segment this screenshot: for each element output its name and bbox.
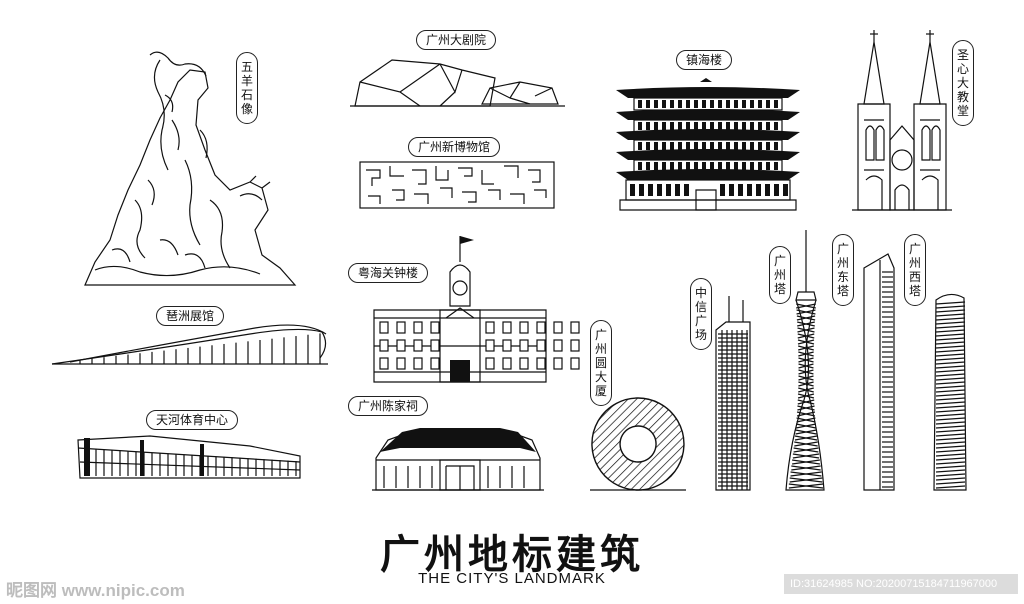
page-subtitle: THE CITY'S LANDMARK: [418, 570, 606, 587]
label-citic-plaza: 中信广场: [690, 278, 712, 350]
guangzhou-circle-illustration: [590, 397, 686, 491]
tianhe-sports-center-illustration: [77, 435, 301, 479]
label-east-tower: 广州东塔: [832, 234, 854, 306]
label-zhenhai-tower: 镇海楼: [676, 50, 733, 70]
watermark-id: ID:31624985 NO:20200715184711967000: [784, 574, 1018, 594]
label-sacred-heart-cathedral: 圣心大教堂: [952, 40, 974, 126]
label-new-museum: 广州新博物馆: [408, 137, 501, 157]
label-wuyang-statue: 五羊石像: [236, 52, 258, 124]
customs-clock-tower-illustration: [373, 236, 580, 383]
label-chen-clan-academy: 广州陈家祠: [348, 396, 429, 416]
pazhou-exhibition-illustration: [51, 324, 328, 365]
label-canton-tower: 广州塔: [769, 246, 791, 304]
west-tower-illustration: [933, 293, 967, 491]
sacred-heart-cathedral-illustration: [852, 30, 952, 211]
label-guangzhou-circle: 广州圆大厦: [590, 320, 612, 406]
east-tower-illustration: [863, 253, 895, 491]
label-pazhou-exhibition: 琶洲展馆: [156, 306, 225, 326]
citic-plaza-illustration: [715, 296, 751, 491]
chen-clan-academy-illustration: [372, 428, 544, 491]
label-tianhe-sports-center: 天河体育中心: [146, 410, 239, 430]
label-customs-clock-tower: 粤海关钟楼: [348, 263, 429, 283]
zhenhai-tower-illustration: [616, 78, 800, 211]
opera-house-illustration: [350, 59, 565, 107]
canton-tower-illustration: [785, 230, 825, 491]
five-goats-statue-illustration: [84, 51, 297, 286]
watermark-left: 昵图网 www.nipic.com: [6, 581, 185, 600]
label-opera-house: 广州大剧院: [416, 30, 497, 50]
label-west-tower: 广州西塔: [904, 234, 926, 306]
new-museum-illustration: [359, 161, 555, 209]
page-title: 广州地标建筑: [380, 532, 644, 578]
